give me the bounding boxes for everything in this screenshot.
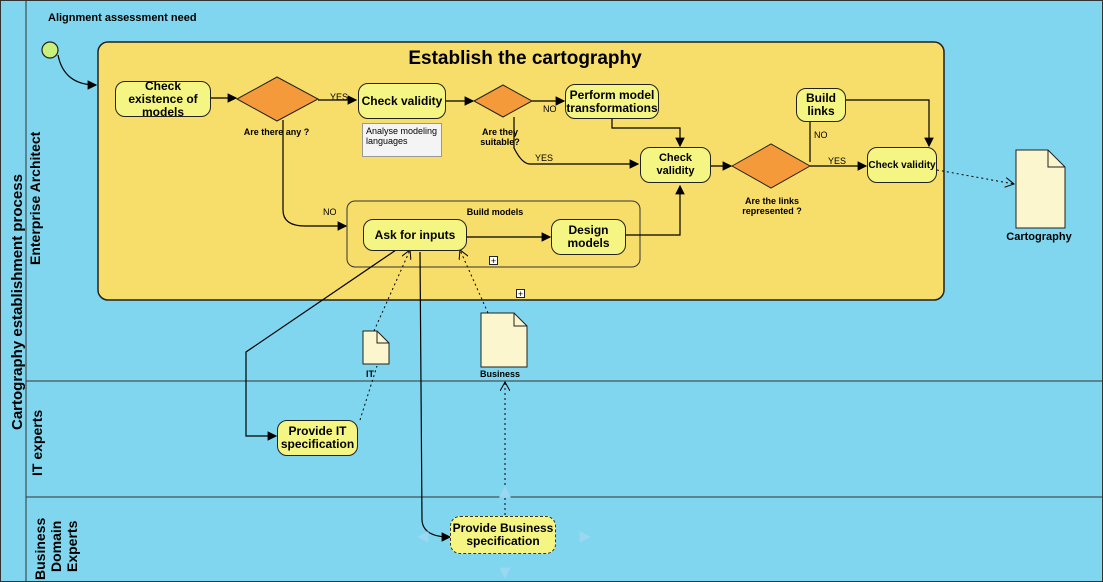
business-document-icon[interactable] (480, 312, 528, 368)
task-build-links[interactable]: Build links (796, 88, 846, 122)
expand-build-models-icon[interactable]: + (489, 256, 498, 266)
it-document-icon[interactable] (362, 330, 390, 365)
business-doc-label: Business (480, 369, 521, 379)
task-design-models[interactable]: Design models (551, 219, 626, 255)
top-label: Alignment assessment need (48, 12, 197, 24)
flow-label-no-2: NO (543, 104, 557, 114)
build-models-title: Build models (466, 207, 524, 217)
cartography-label: Cartography (1006, 231, 1072, 243)
task-provide-it-specification[interactable]: Provide IT specification (277, 420, 358, 456)
task-check-validity-1[interactable]: Check validity (358, 83, 446, 119)
task-check-validity-3[interactable]: Check validity (867, 147, 937, 183)
task-perform-transformations[interactable]: Perform model transformations (565, 84, 659, 119)
gateway-label-any: Are there any ? (243, 127, 310, 137)
lane-business-line-1: Business (32, 517, 48, 580)
task-provide-business-specification[interactable]: Provide Business specification (450, 516, 556, 554)
expand-subprocess-icon[interactable]: + (516, 289, 525, 299)
gateway-label-suitable: Are they suitable? (480, 127, 520, 147)
flow-label-yes-3: YES (828, 156, 847, 166)
lane-business-line-3: Experts (64, 520, 80, 572)
flow-label-no-1: NO (323, 207, 337, 217)
subprocess-establish-cartography[interactable] (97, 41, 945, 301)
start-event[interactable] (41, 41, 59, 59)
task-check-existence[interactable]: Check existence of models (115, 79, 211, 118)
cartography-document-icon[interactable] (1015, 149, 1066, 229)
it-doc-label: IT (366, 369, 374, 379)
annotation-analyse-languages: Analyse modeling languages (362, 123, 442, 157)
flow-label-yes-1: YES (330, 92, 349, 102)
lane-enterprise-architect: Enterprise Architect (27, 131, 43, 265)
task-ask-for-inputs[interactable]: Ask for inputs (363, 219, 467, 251)
lane-it-experts: IT experts (29, 409, 45, 476)
subprocess-build-models[interactable] (346, 200, 641, 268)
lane-business-line-2: Domain (48, 520, 64, 572)
selection-handles[interactable] (416, 485, 592, 580)
flow-label-no-3: NO (814, 130, 828, 140)
gateway-label-links: Are the links represented ? (742, 196, 802, 216)
subprocess-title: Establish the cartography (408, 48, 642, 69)
pool-title: Cartography establishment process (9, 174, 26, 430)
associations (359, 169, 1014, 515)
gateway-are-there-any[interactable] (235, 76, 320, 122)
flow-label-yes-2: YES (535, 153, 554, 163)
task-check-validity-2[interactable]: Check validity (640, 147, 711, 183)
